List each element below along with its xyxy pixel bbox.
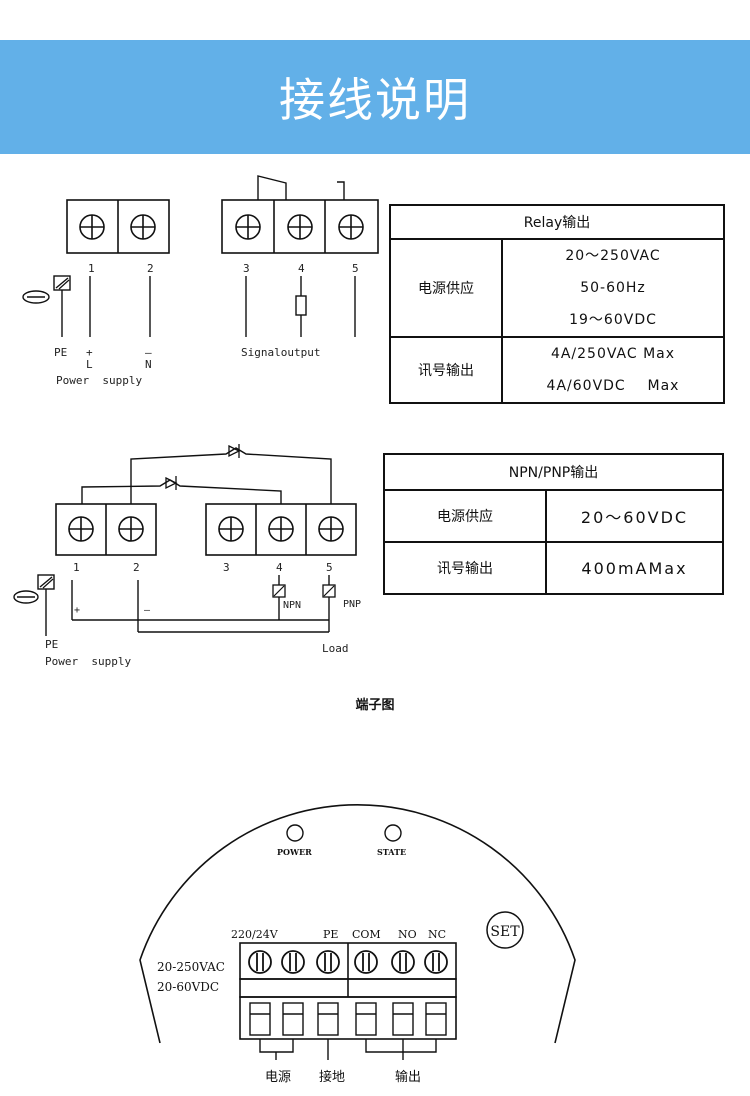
pe-label: PE bbox=[45, 638, 58, 651]
screw-terminal-com bbox=[354, 950, 378, 974]
screw-terminal-pe bbox=[316, 950, 340, 974]
terminal-panel: POWER STATE SET 220/24V PE COM NO NC 20-… bbox=[139, 803, 576, 1085]
screw-terminal-5 bbox=[318, 516, 344, 542]
output-group-label: 输出 bbox=[395, 1069, 421, 1085]
pe-terminal-label: PE bbox=[323, 928, 338, 941]
terminal-diagram-caption: 端子图 bbox=[355, 698, 395, 713]
screw-terminal-1 bbox=[79, 214, 105, 240]
fuse-symbol bbox=[295, 295, 307, 316]
npn-row1-label: 电源供应 bbox=[383, 489, 547, 543]
terminal-number-5: 5 bbox=[352, 262, 359, 275]
screw-terminal-2 bbox=[130, 214, 156, 240]
relay-row1-label: 电源供应 bbox=[389, 238, 503, 338]
wire-plugs bbox=[249, 1002, 447, 1036]
ground-terminal-icon bbox=[37, 574, 55, 590]
npn-terminal-block-signal bbox=[205, 503, 357, 556]
relay-table-header: Relay输出 bbox=[389, 204, 725, 240]
diode-icon bbox=[165, 476, 178, 490]
screw-terminal-l bbox=[248, 950, 272, 974]
relay-spec-table: Relay输出 电源供应 20～250VAC 50-60Hz 19～60VDC … bbox=[389, 204, 725, 404]
npn-row2-value: 400mAMax bbox=[545, 541, 724, 595]
terminal-number-3: 3 bbox=[223, 561, 230, 574]
voltage-label: 220/24V bbox=[231, 928, 279, 941]
npn-spec-table: NPN/PNP输出 电源供应 20～60VDC 讯号输出 400mAMax bbox=[383, 453, 724, 595]
relay-row2-values: 4A/250VAC Max 4A/60VDC Max bbox=[501, 336, 725, 404]
relay-value-ac: 20～250VAC bbox=[565, 248, 661, 264]
terminal-number-1: 1 bbox=[73, 561, 80, 574]
npn-labels: 1 2 3 4 5 + – NPN PNP PE Power supply Lo… bbox=[45, 561, 361, 668]
relay-value-dc: 19～60VDC bbox=[569, 312, 657, 328]
relay-row1-values: 20～250VAC 50-60Hz 19～60VDC bbox=[501, 238, 725, 338]
signal-output-label: Signaloutput bbox=[241, 346, 320, 359]
power-led-indicator bbox=[286, 824, 304, 842]
minus-label: – bbox=[144, 605, 151, 616]
state-led-indicator bbox=[384, 824, 402, 842]
screw-terminal-nc bbox=[424, 950, 448, 974]
relay-output-ac: 4A/250VAC Max bbox=[550, 346, 676, 362]
relay-wire-leads bbox=[22, 275, 356, 337]
ground-terminal-icon bbox=[53, 275, 71, 291]
screw-terminal-no bbox=[391, 950, 415, 974]
relay-value-freq: 50-60Hz bbox=[580, 280, 646, 296]
com-label: COM bbox=[352, 928, 381, 941]
power-supply-label: Power supply bbox=[56, 374, 142, 387]
terminal-number-2: 2 bbox=[133, 561, 140, 574]
power-supply-label: Power supply bbox=[45, 655, 131, 668]
set-button bbox=[486, 911, 524, 949]
npn-row1-value: 20～60VDC bbox=[545, 489, 724, 543]
screw-terminal-4 bbox=[287, 214, 313, 240]
terminal-number-4: 4 bbox=[298, 262, 305, 275]
no-label: NO bbox=[398, 928, 417, 941]
terminal-number-3: 3 bbox=[243, 262, 250, 275]
state-led-label: STATE bbox=[377, 847, 406, 857]
screw-terminal-n bbox=[281, 950, 305, 974]
power-group-label: 电源 bbox=[265, 1070, 291, 1085]
ac-range-label: 20-250VAC bbox=[157, 960, 225, 974]
nc-label: NC bbox=[428, 928, 446, 941]
relay-terminal-block-signal bbox=[221, 175, 379, 254]
relay-terminal-block-power bbox=[66, 199, 170, 254]
npn-label: NPN bbox=[283, 600, 301, 611]
n-label: N bbox=[145, 358, 152, 371]
relay-labels: 1 2 3 4 5 PE + – L N Power supply Signal… bbox=[54, 262, 359, 387]
screw-terminal-4 bbox=[268, 516, 294, 542]
l-label: L bbox=[86, 358, 93, 371]
banner-title: 接线说明 bbox=[279, 73, 471, 127]
group-brackets bbox=[259, 1039, 437, 1060]
power-led-label: POWER bbox=[277, 847, 312, 857]
terminal-number-2: 2 bbox=[147, 262, 154, 275]
ground-group-label: 接地 bbox=[319, 1069, 345, 1085]
housing-outline bbox=[139, 803, 576, 1044]
screw-terminal-3 bbox=[235, 214, 261, 240]
screwdriver-icon bbox=[13, 590, 39, 604]
terminal-number-1: 1 bbox=[88, 262, 95, 275]
npn-wire-leads bbox=[13, 574, 336, 636]
plus-label: + bbox=[74, 605, 80, 616]
screw-terminal-2 bbox=[118, 516, 144, 542]
screw-terminal-5 bbox=[338, 214, 364, 240]
screwdriver-icon bbox=[22, 290, 50, 304]
load-label: Load bbox=[322, 642, 349, 655]
relay-output-dc: 4A/60VDC Max bbox=[546, 378, 680, 394]
npn-terminal-block-power bbox=[55, 503, 157, 556]
pe-label: PE bbox=[54, 346, 67, 359]
npn-diode-connections bbox=[81, 444, 332, 504]
plus-label: + bbox=[86, 346, 93, 359]
header-banner: 接线说明 bbox=[0, 40, 750, 154]
screw-terminal-1 bbox=[68, 516, 94, 542]
dc-range-label: 20-60VDC bbox=[157, 980, 219, 994]
npn-row2-label: 讯号输出 bbox=[383, 541, 547, 595]
set-button-label: SET bbox=[490, 924, 520, 940]
terminal-number-4: 4 bbox=[276, 561, 283, 574]
screw-terminal-3 bbox=[218, 516, 244, 542]
minus-label: – bbox=[145, 346, 152, 359]
diode-icon bbox=[228, 444, 241, 458]
terminal-number-5: 5 bbox=[326, 561, 333, 574]
relay-row2-label: 讯号输出 bbox=[389, 336, 503, 404]
pnp-label: PNP bbox=[343, 599, 361, 610]
npn-table-header: NPN/PNP输出 bbox=[383, 453, 724, 491]
